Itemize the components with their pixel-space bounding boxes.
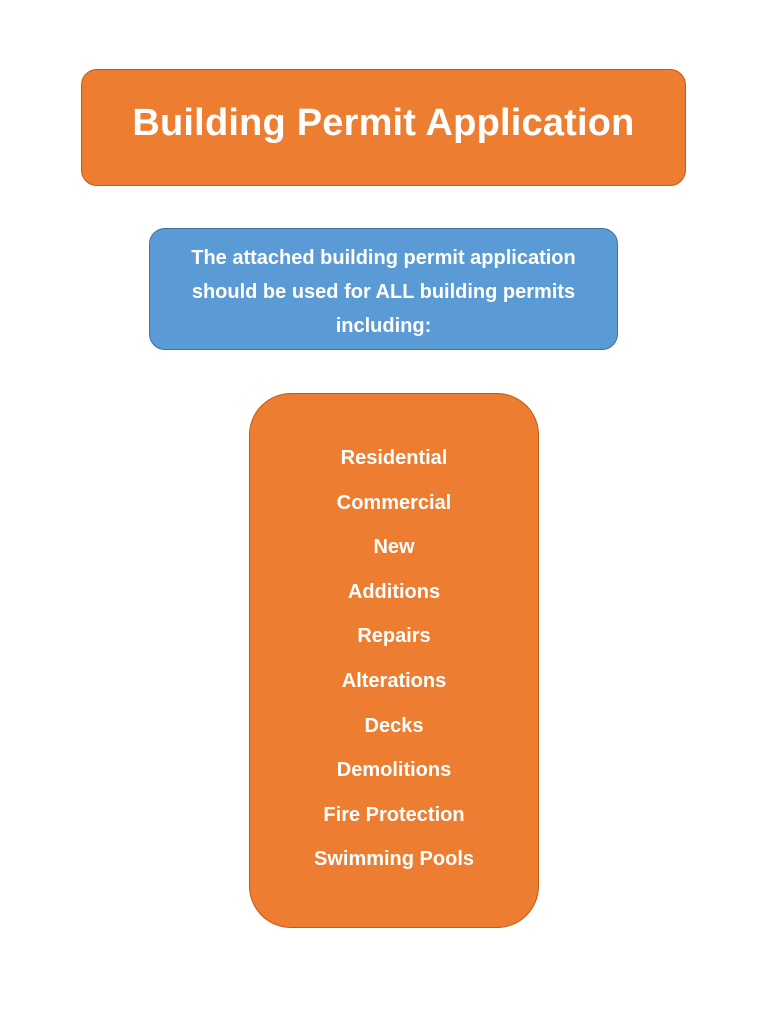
title-banner: Building Permit Application xyxy=(81,69,686,186)
list-item: Fire Protection xyxy=(323,803,465,826)
list-item: Residential xyxy=(340,447,448,469)
list-item: Alterations xyxy=(341,669,447,692)
list-item: Demolitions xyxy=(336,759,452,782)
list-item: Decks xyxy=(364,714,424,737)
permit-types-list: Residential Commercial New Additions Rep… xyxy=(250,436,538,882)
list-item: Repairs xyxy=(357,625,431,648)
intro-text: The attached building permit application… xyxy=(191,247,576,337)
page-title: Building Permit Application xyxy=(132,102,635,144)
list-item: Commercial xyxy=(336,491,452,514)
intro-callout: The attached building permit application… xyxy=(149,228,618,350)
permit-types-panel: Residential Commercial New Additions Rep… xyxy=(249,393,539,928)
list-item: Additions xyxy=(347,580,441,603)
list-item: New xyxy=(373,536,415,559)
list-item: Swimming Pools xyxy=(313,848,475,871)
